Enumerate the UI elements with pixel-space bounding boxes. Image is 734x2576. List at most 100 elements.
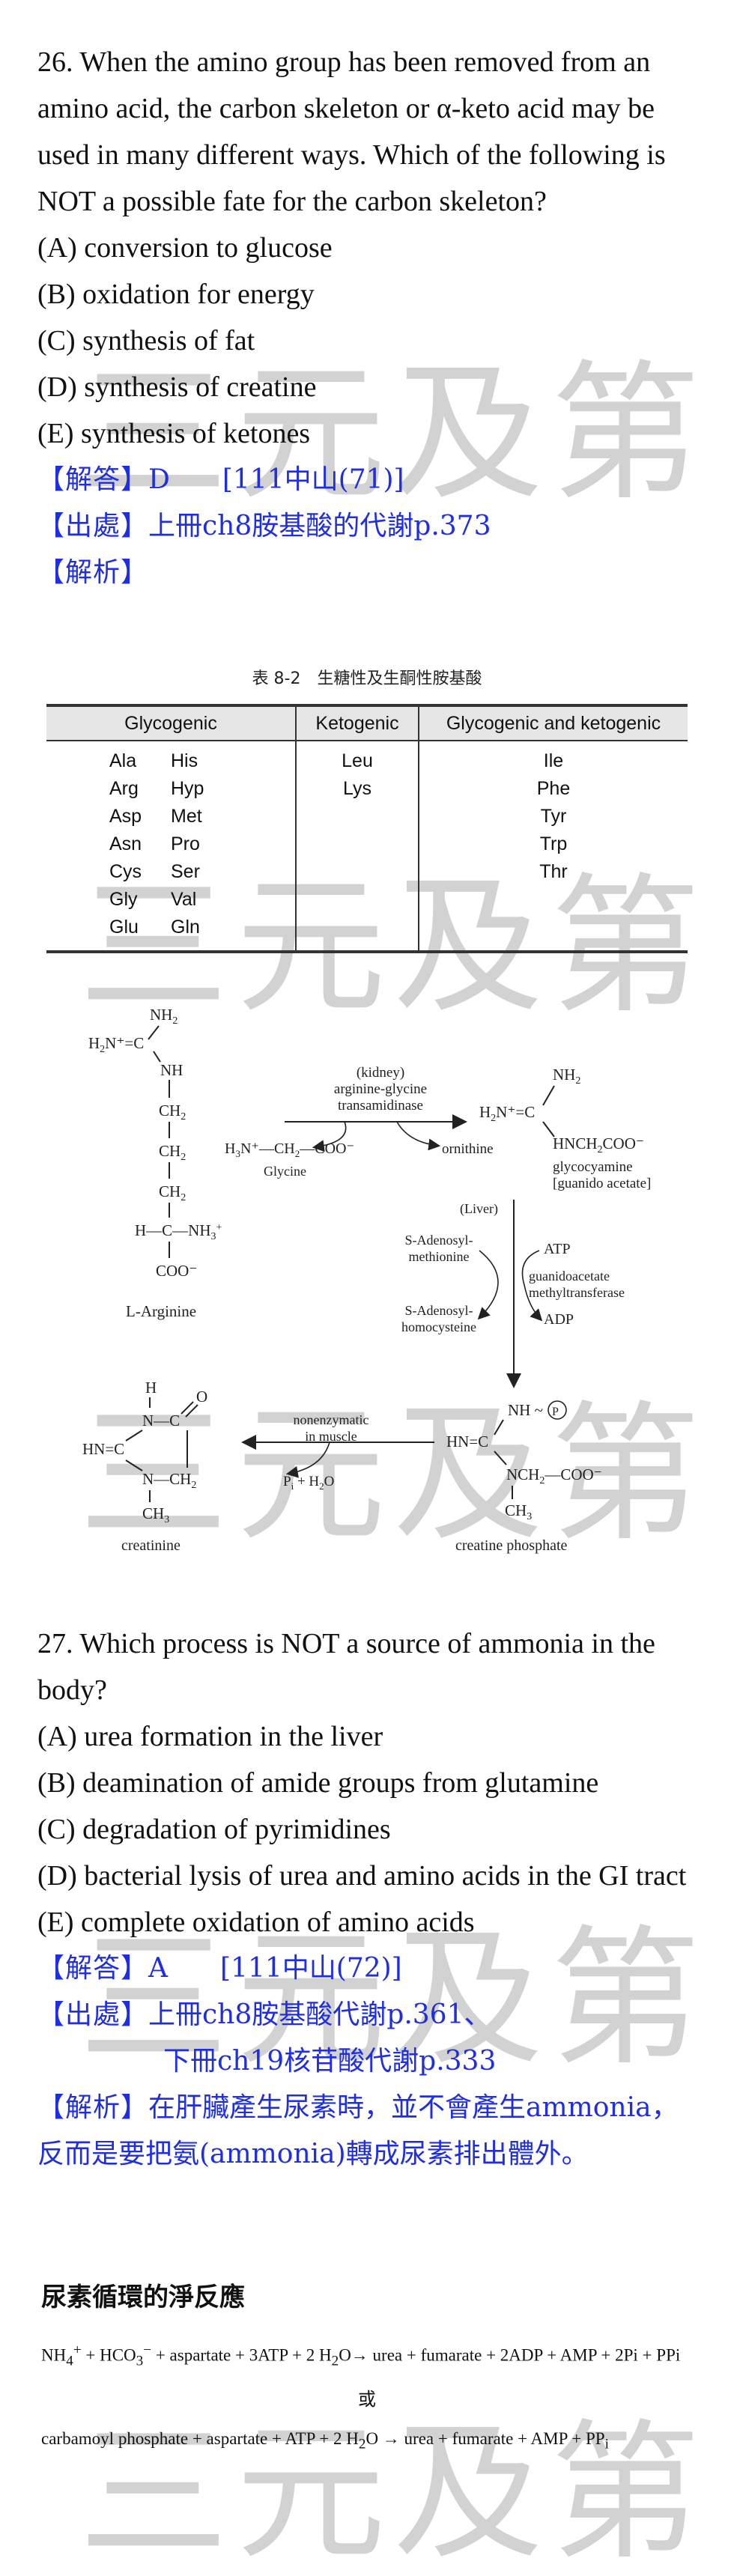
option: (C) degradation of pyrimidines: [37, 1814, 391, 1845]
nonenz-label: in muscle: [305, 1429, 357, 1444]
watermark: 三元及第: [79, 1393, 693, 1558]
amino-acid: Val: [171, 889, 197, 910]
option: (E) synthesis of ketones: [37, 418, 311, 449]
amino-acid: Pro: [171, 833, 200, 854]
sah-label: homocysteine: [401, 1319, 476, 1334]
creatine-phosphate-label: creatine phosphate: [455, 1537, 567, 1554]
svg-text:HN=C: HN=C: [82, 1440, 124, 1458]
enzyme1-name: transamidinase: [338, 1098, 423, 1114]
amino-acid: Phe: [536, 778, 571, 799]
svg-text:NCH2—COO⁻: NCH2—COO⁻: [506, 1465, 602, 1486]
svg-text:HN=C: HN=C: [446, 1433, 488, 1450]
option: (B) oxidation for energy: [37, 279, 315, 310]
svg-text:H: H: [145, 1379, 157, 1397]
ketogenic-cell: Leu Lys: [295, 741, 419, 952]
amino-acid: Cys: [109, 861, 142, 882]
creatinine-label: creatinine: [121, 1537, 181, 1554]
answer-line: 【解答】A[111中山(72)]: [37, 1945, 704, 1992]
svg-text:COO⁻: COO⁻: [156, 1262, 197, 1280]
answer-value: D: [148, 464, 170, 495]
table-caption: 表 8-2 生糖性及生酮性胺基酸: [252, 669, 482, 688]
option: (D) bacterial lysis of urea and amino ac…: [37, 1860, 687, 1892]
enzyme2-name: methyltransferase: [529, 1285, 625, 1300]
sah-label: S-Adenosyl-: [405, 1303, 473, 1318]
step2: (Liver) S-Adenosyl- methionine S-Adenosy…: [401, 1200, 625, 1388]
source-line: 【出處】上冊ch8胺基酸的代謝p.373: [37, 503, 704, 550]
arginine-structure: NH2 H2N⁺=C NH CH2 CH2 CH2 H—C—NH3+ COO⁻ …: [88, 1006, 222, 1320]
creatine-synthesis-diagram: NH2 H2N⁺=C NH CH2 CH2 CH2 H—C—NH3+ COO⁻ …: [82, 1006, 651, 1554]
amino-acid: Lys: [343, 778, 371, 799]
svg-text:NH: NH: [160, 1061, 183, 1079]
explain-tag: 【解析】: [37, 557, 149, 588]
explain-tag: 【解析】: [37, 2092, 149, 2123]
svg-text:Pi + H2O: Pi + H2O: [283, 1474, 334, 1492]
both-cell: Ile Phe Tyr Trp Thr: [418, 741, 688, 952]
sam-label: S-Adenosyl-: [405, 1233, 473, 1248]
source-value: 上冊ch8胺基酸的代謝p.373: [148, 511, 491, 541]
step3: nonenzymatic in muscle Pi + H2O: [241, 1412, 434, 1492]
urea-equation-1: NH4+ + HCO3− + aspartate + 3ATP + 2 H2O→…: [41, 2342, 681, 2369]
svg-text:CH2: CH2: [159, 1102, 186, 1123]
svg-text:HNCH2COO⁻: HNCH2COO⁻: [553, 1134, 644, 1155]
nonenz-label: nonenzymatic: [294, 1412, 369, 1427]
urea-equation-2: carbamoyl phosphate + aspartate + ATP + …: [41, 2429, 609, 2452]
option: (A) urea formation in the liver: [37, 1721, 383, 1752]
amino-acid: His: [171, 750, 198, 771]
amino-acid: Gln: [171, 917, 200, 938]
watermark: 三元及第: [79, 352, 693, 517]
explain-line: 【解析】在肝臟產生尿素時，並不會產生ammonia，反而是要把氨(ammonia…: [37, 2085, 704, 2178]
explain-text: 在肝臟產生尿素時，並不會產生ammonia，反而是要把氨(ammonia)轉成尿…: [37, 2092, 679, 2169]
svg-text:H—C—NH3+: H—C—NH3+: [135, 1221, 222, 1242]
sam-label: methionine: [409, 1249, 470, 1264]
svg-text:NH ~: NH ~: [508, 1401, 543, 1419]
amino-acid: Tyr: [540, 806, 567, 827]
amino-acid: Glu: [109, 917, 139, 938]
source-line-2: 下冊ch19核苷酸代謝p.333: [163, 2046, 497, 2077]
glycocyamine-label: [guanido acetate]: [553, 1176, 651, 1191]
amino-acid: Thr: [539, 861, 568, 882]
svg-text:CH2: CH2: [159, 1182, 186, 1203]
ornithine-label: ornithine: [442, 1141, 494, 1157]
urea-section-title: 尿素循環的淨反應: [41, 2282, 245, 2312]
enzyme2-name: guanidoacetate: [529, 1269, 610, 1284]
step1: (kidney) arginine-glycine transamidinase…: [225, 1065, 494, 1179]
enzyme1-name: arginine-glycine: [334, 1081, 427, 1097]
creatinine-structure: H N—C O HN=C N—CH2 CH3 creatinine: [82, 1379, 207, 1554]
amino-acid: Hyp: [171, 778, 204, 799]
arginine-label: L-Arginine: [126, 1302, 196, 1320]
enzyme1-site: (kidney): [357, 1065, 404, 1081]
amino-acid: Asn: [109, 833, 142, 854]
svg-text:CH3: CH3: [505, 1501, 532, 1522]
svg-text:CH2: CH2: [159, 1142, 186, 1163]
adp-label: ADP: [544, 1311, 574, 1328]
question-26: 26. When the amino group has been remove…: [37, 39, 704, 596]
liver-label: (Liver): [460, 1201, 498, 1217]
svg-text:H2N⁺=C: H2N⁺=C: [479, 1103, 535, 1124]
glycocyamine-label: glycocyamine: [553, 1159, 633, 1175]
atp-label: ATP: [544, 1241, 571, 1257]
option: (C) synthesis of fat: [37, 325, 255, 356]
source-tag: 【出處】: [37, 511, 149, 541]
amino-acid: Asp: [109, 806, 142, 827]
question-stem: 26. When the amino group has been remove…: [37, 46, 666, 217]
question-27: 27. Which process is NOT a source of amm…: [37, 1620, 704, 2178]
svg-text:NH2: NH2: [150, 1006, 178, 1027]
option: (D) synthesis of creatine: [37, 371, 317, 403]
amino-acid: Ser: [171, 861, 200, 882]
answer-value: A: [148, 1953, 169, 1984]
svg-text:H3N⁺—CH2—COO⁻: H3N⁺—CH2—COO⁻: [225, 1140, 354, 1159]
source-value: 上冊ch8胺基酸代謝p.361、: [148, 1999, 491, 2030]
amino-acid: Ile: [543, 750, 564, 771]
source-tag: 【出處】: [37, 1999, 149, 2030]
table-header: Glycogenic and ketogenic: [418, 704, 688, 741]
amino-acid: Leu: [342, 750, 373, 771]
option: (B) deamination of amide groups from glu…: [37, 1767, 599, 1799]
table-header: Glycogenic: [46, 704, 296, 741]
option: (A) conversion to glucose: [37, 232, 333, 264]
svg-text:N—CH2: N—CH2: [142, 1470, 196, 1491]
answer-line: 【解答】D[111中山(71)]: [37, 457, 704, 503]
answer-tag: 【解答】: [37, 464, 149, 495]
amino-acid: Trp: [539, 833, 568, 854]
amino-acid: Met: [171, 806, 202, 827]
svg-text:P: P: [552, 1406, 559, 1418]
